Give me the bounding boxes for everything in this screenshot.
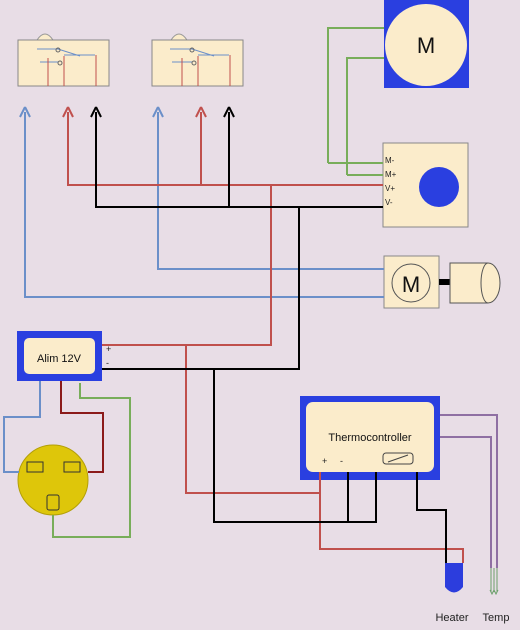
motor-small-label: M	[402, 272, 420, 297]
power-supply-minus: -	[106, 358, 109, 368]
speed-controller: M- M+ V+ V-	[382, 142, 469, 228]
motor-small: M	[383, 255, 501, 309]
thermocontroller-minus: -	[340, 456, 343, 466]
power-supply-plus: +	[106, 344, 111, 354]
wire-psu-ground	[52, 383, 131, 538]
temp-probe	[489, 568, 499, 596]
wire-switch-vplus	[67, 112, 383, 186]
wire-switch-motor-right	[157, 112, 384, 270]
wire-temp-probe-b	[440, 436, 492, 568]
power-supply-label: Alim 12V	[37, 353, 82, 365]
pin-v-plus: V+	[385, 184, 395, 193]
wire-psu-plus	[102, 185, 272, 346]
wire-heater-return	[416, 472, 447, 563]
wire-psu-neutral	[3, 381, 41, 473]
thermocontroller-plus: +	[322, 456, 327, 466]
thermocontroller-label: Thermocontroller	[328, 432, 411, 444]
pin-m-plus: M+	[385, 170, 397, 179]
pin-m-minus: M-	[385, 156, 395, 165]
switch-left	[17, 33, 110, 87]
heater-label: Heater	[435, 612, 468, 624]
power-supply: Alim 12V + -	[17, 331, 111, 381]
motor-large: M	[384, 0, 469, 88]
thermocontroller: Thermocontroller + -	[300, 396, 440, 480]
wire-motor-m-minus	[327, 27, 384, 163]
wire-switch-vminus	[95, 112, 383, 208]
wire-switch-motor-left	[24, 112, 384, 298]
heater	[445, 563, 463, 593]
mains-plug	[17, 444, 89, 516]
wire-thermo-ground	[213, 369, 377, 523]
wire-temp-probe-a	[440, 414, 498, 568]
switch-right	[151, 33, 244, 87]
wire-motor-m-plus	[346, 57, 384, 175]
wire-psu-minus	[102, 207, 300, 370]
motor-large-label: M	[417, 33, 435, 58]
pin-v-minus: V-	[385, 198, 393, 207]
temp-label: Temp	[483, 612, 510, 624]
wire-psu-live	[60, 381, 104, 473]
